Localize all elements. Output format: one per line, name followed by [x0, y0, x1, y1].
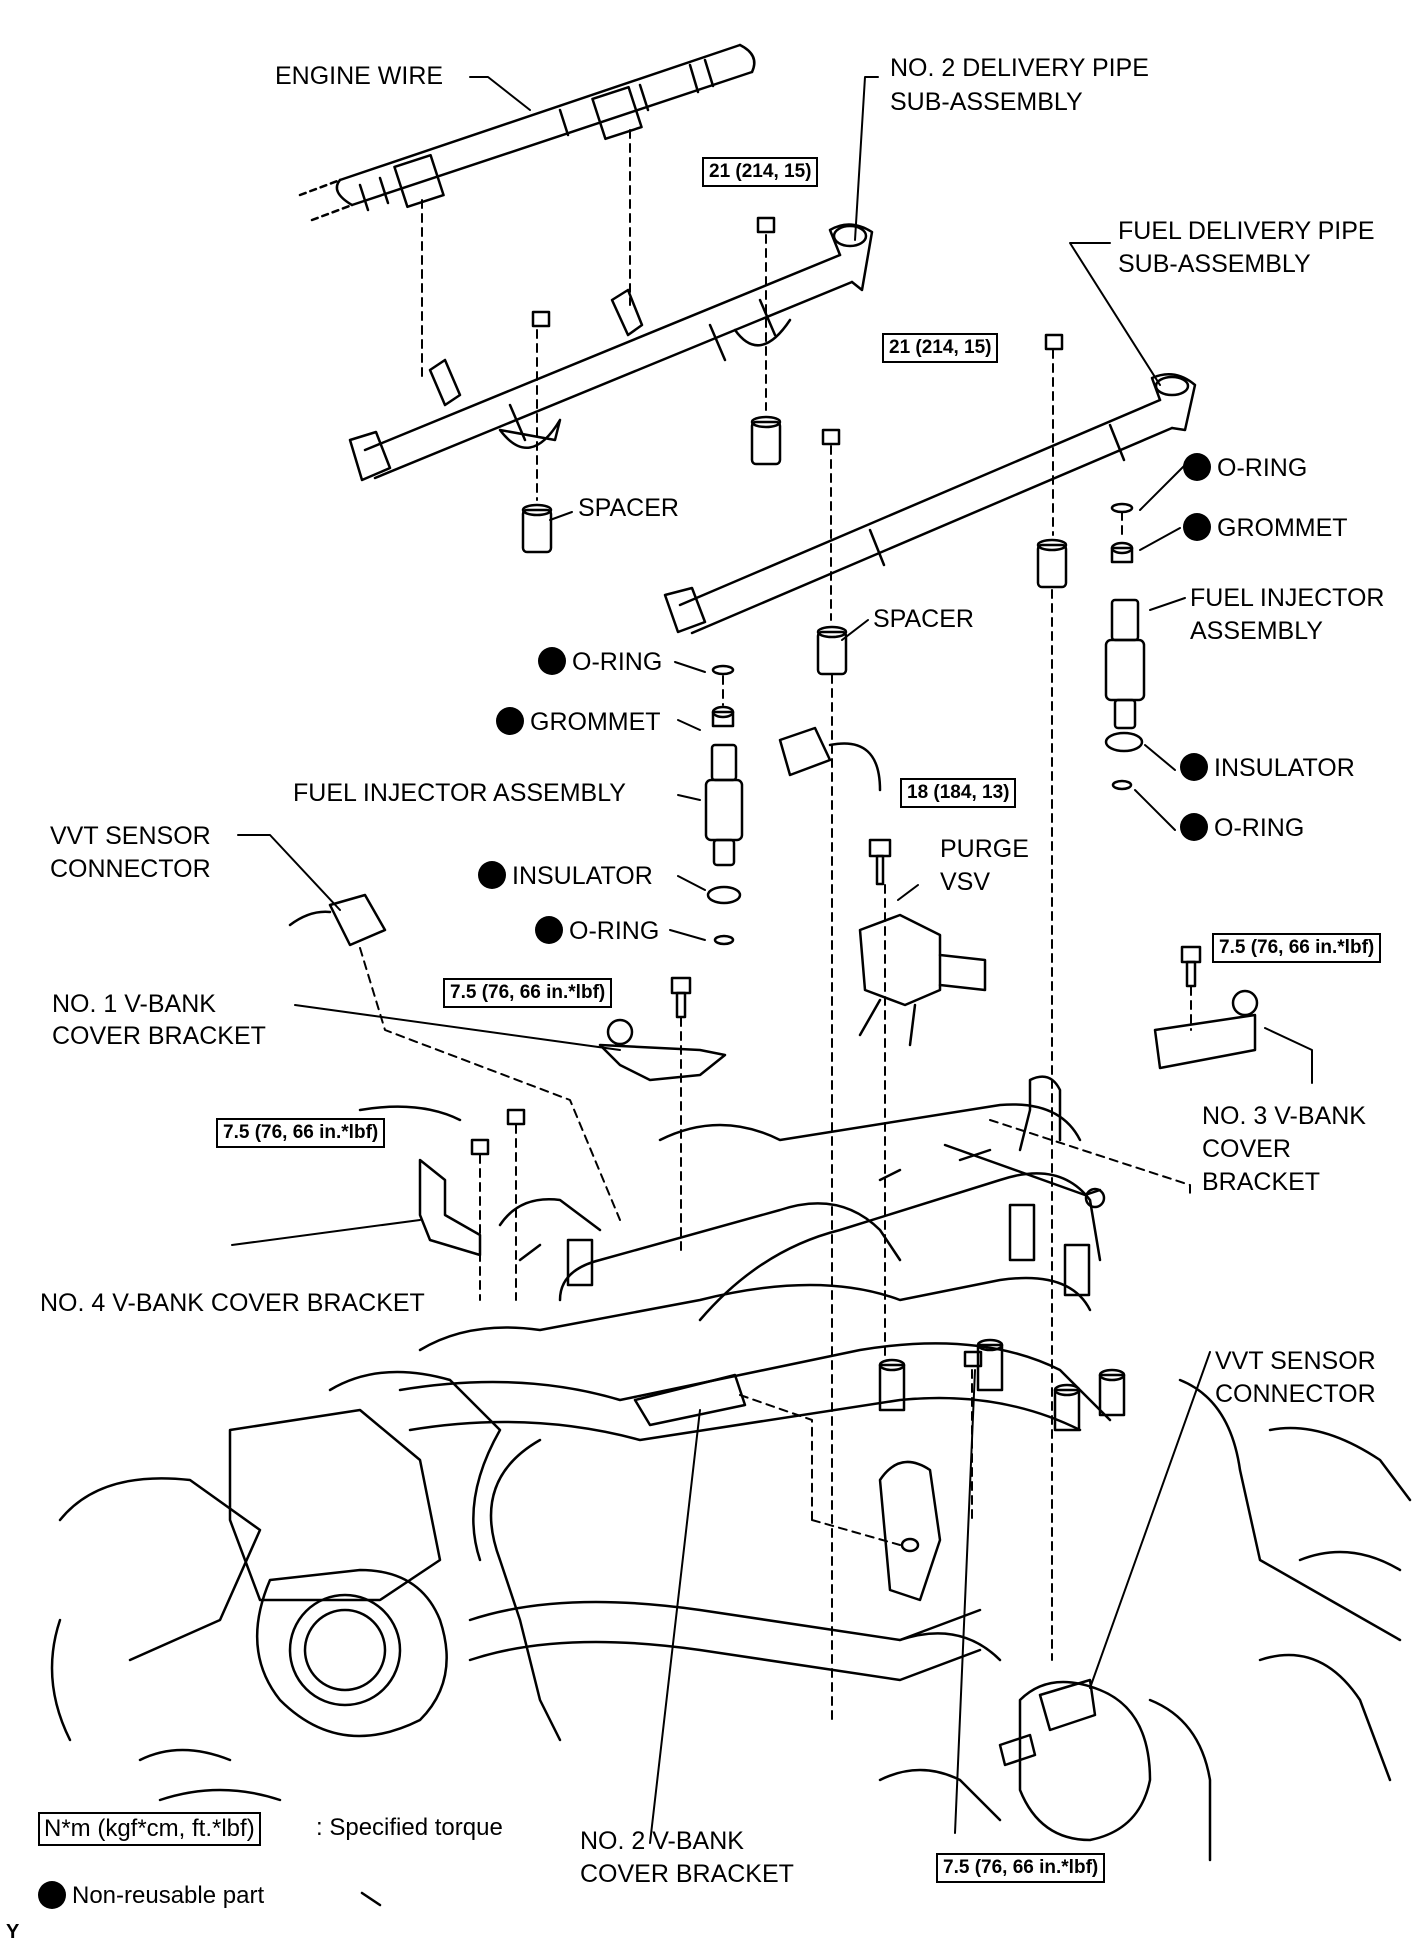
- nonreusable-dot: [478, 861, 506, 890]
- no2-delivery-pipe-drawing: [348, 223, 874, 482]
- label-grommet-left: GROMMET: [496, 706, 661, 738]
- stray-mark: [360, 1891, 382, 1907]
- nonreusable-dot: [1183, 453, 1211, 482]
- label-no2-delivery-pipe-line2: SUB-ASSEMBLY: [890, 88, 1083, 116]
- nonreusable-dot: [38, 1880, 66, 1909]
- label-fuel-injector-right-line2: ASSEMBLY: [1190, 617, 1323, 645]
- label-fuel-injector-right-line1: FUEL INJECTOR: [1190, 584, 1385, 612]
- label-spacer-left: SPACER: [578, 494, 679, 522]
- label-purge-line2: VSV: [940, 868, 991, 896]
- label-grommet-right: GROMMET: [1183, 512, 1348, 544]
- label-insulator-left: INSULATOR: [478, 860, 653, 892]
- legend-torque-text: : Specified torque: [316, 1814, 503, 1841]
- nonreusable-dot: [1180, 753, 1208, 782]
- label-fuel-injector-left: FUEL INJECTOR ASSEMBLY: [293, 779, 626, 807]
- nonreusable-dot: [535, 916, 563, 945]
- engine-wire-harness: [298, 43, 756, 222]
- torque-purge-bolt: 18 (184, 13): [900, 778, 1017, 808]
- label-no3-bracket-line3: BRACKET: [1202, 1168, 1321, 1196]
- fuel-delivery-pipe-drawing: [663, 373, 1197, 635]
- nonreusable-dot: [538, 647, 566, 676]
- spacers-drawing: [521, 415, 1068, 676]
- label-no3-bracket-line2: COVER: [1202, 1135, 1291, 1163]
- torque-no2-pipe-bolt: 21 (214, 15): [702, 157, 819, 187]
- torque-no4-bracket-bolt: 7.5 (76, 66 in.*lbf): [216, 1118, 386, 1148]
- alignment-lines: [359, 129, 1192, 1721]
- label-no2-bracket-line1: NO. 2 V-BANK: [580, 1827, 744, 1855]
- label-oring-left-top: O-RING: [538, 646, 662, 678]
- torque-no2-bracket-nut: 7.5 (76, 66 in.*lbf): [936, 1853, 1106, 1883]
- torque-no3-bracket-bolt: 7.5 (76, 66 in.*lbf): [1212, 933, 1382, 963]
- label-insulator-right: INSULATOR: [1180, 752, 1355, 784]
- label-oring-left-bottom: O-RING: [535, 915, 659, 947]
- nonreusable-dot: [1180, 813, 1208, 842]
- right-injector-drawing: [1104, 502, 1146, 791]
- vvt-connectors-drawing: [288, 726, 1097, 1767]
- purge-vsv-drawing: [858, 913, 987, 1047]
- torque-fuel-pipe-bolt: 21 (214, 15): [882, 333, 999, 363]
- label-vvt-left-line2: CONNECTOR: [50, 855, 211, 883]
- leader-lines: [231, 76, 1313, 1844]
- legend-torque-unit: N*m (kgf*cm, ft.*lbf): [38, 1812, 261, 1846]
- label-vvt-right-line1: VVT SENSOR: [1215, 1347, 1376, 1375]
- label-fuel-delivery-pipe-line1: FUEL DELIVERY PIPE: [1118, 217, 1375, 245]
- label-vvt-right-line2: CONNECTOR: [1215, 1380, 1376, 1408]
- label-vvt-left-line1: VVT SENSOR: [50, 822, 211, 850]
- torque-no1-bracket-bolt: 7.5 (76, 66 in.*lbf): [443, 978, 613, 1008]
- label-no1-bracket-line2: COVER BRACKET: [52, 1022, 266, 1050]
- label-fuel-delivery-pipe-line2: SUB-ASSEMBLY: [1118, 250, 1311, 278]
- intake-manifold-drawing: [50, 1075, 1412, 1862]
- label-oring-right-top: O-RING: [1183, 452, 1307, 484]
- brackets-drawing: [418, 989, 1259, 1427]
- label-spacer-center: SPACER: [873, 605, 974, 633]
- label-no1-bracket-line1: NO. 1 V-BANK: [52, 990, 216, 1018]
- corner-mark: Y: [6, 1921, 20, 1943]
- bolts-drawing: [470, 216, 1202, 1368]
- legend-nonreusable: Non-reusable part: [38, 1880, 264, 1912]
- label-engine-wire: ENGINE WIRE: [275, 62, 444, 90]
- label-no4-bracket: NO. 4 V-BANK COVER BRACKET: [40, 1289, 425, 1317]
- label-no2-bracket-line2: COVER BRACKET: [580, 1860, 794, 1888]
- label-oring-right-bottom: O-RING: [1180, 812, 1304, 844]
- label-no3-bracket-line1: NO. 3 V-BANK: [1202, 1102, 1366, 1130]
- label-purge-line1: PURGE: [940, 835, 1029, 863]
- nonreusable-dot: [1183, 513, 1211, 542]
- label-no2-delivery-pipe-line1: NO. 2 DELIVERY PIPE: [890, 54, 1149, 82]
- nonreusable-dot: [496, 707, 524, 736]
- left-injector-drawing: [704, 664, 744, 946]
